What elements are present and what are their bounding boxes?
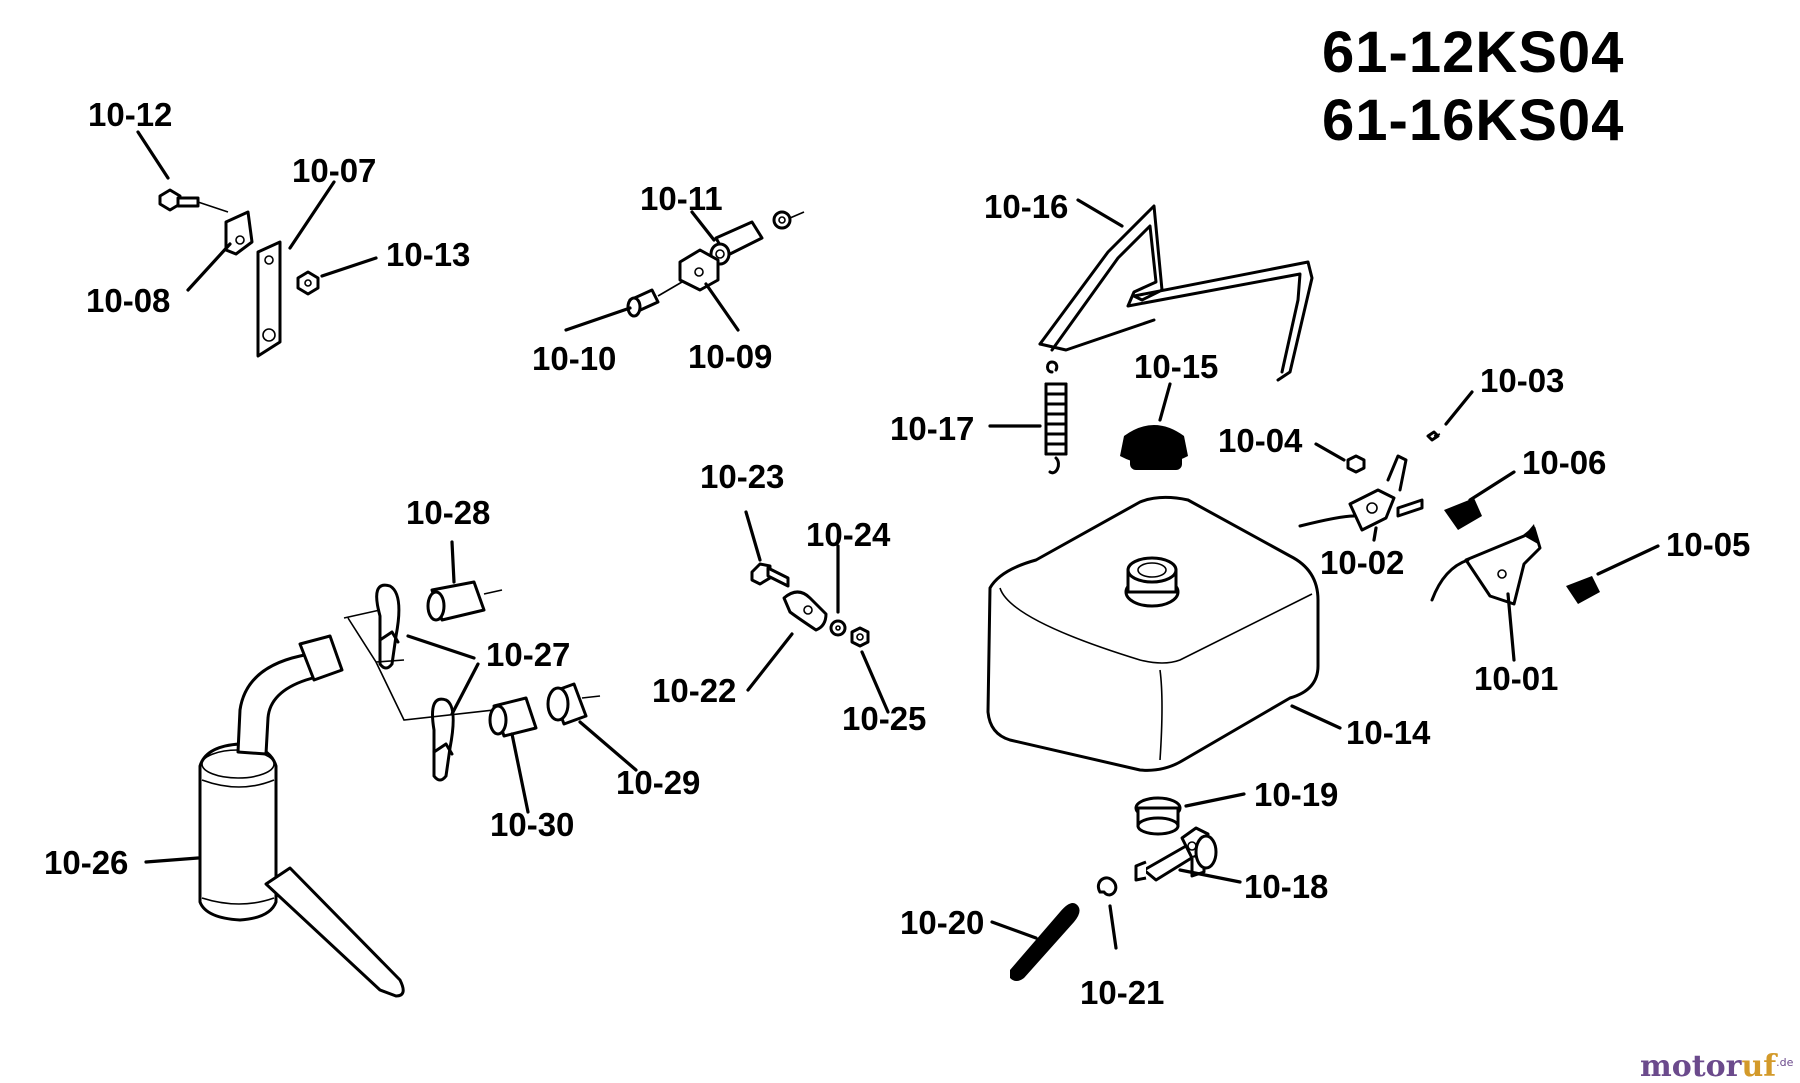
shutoff-valve-10-18 xyxy=(1134,826,1218,882)
bushing-10-19 xyxy=(1134,796,1182,836)
label-10-19: 10-19 xyxy=(1254,776,1338,813)
screw-10-03 xyxy=(1426,430,1441,442)
muffler-assembly xyxy=(144,540,638,998)
spacer-10-11 xyxy=(709,220,764,266)
spring-10-17 xyxy=(1044,360,1068,475)
label-10-27: 10-27 xyxy=(486,636,570,673)
hose-clamp-10-21 xyxy=(1097,876,1118,897)
fuel-cap-10-15 xyxy=(1120,425,1188,470)
label-10-14: 10-14 xyxy=(1346,714,1431,751)
bolt-10-12 xyxy=(158,188,229,213)
bracket-assembly xyxy=(136,130,378,358)
linkage-assembly xyxy=(564,210,805,332)
fitting-10-29 xyxy=(546,682,601,726)
wire-bracket-10-16 xyxy=(1038,204,1314,382)
block-10-09 xyxy=(678,248,720,292)
knob-10-06 xyxy=(1444,498,1482,530)
filler-neck xyxy=(1124,556,1180,608)
reducer-10-28 xyxy=(426,580,503,622)
label-10-12: 10-12 xyxy=(88,96,172,133)
label-10-03: 10-03 xyxy=(1480,362,1564,399)
label-10-20: 10-20 xyxy=(900,904,984,941)
clamp-10-27-lower xyxy=(431,697,455,782)
label-10-21: 10-21 xyxy=(1080,974,1164,1011)
model-number-2: 61-16KS04 xyxy=(1322,88,1624,153)
label-10-18: 10-18 xyxy=(1244,868,1328,905)
throttle-bracket-10-02 xyxy=(1298,454,1424,532)
label-10-05: 10-05 xyxy=(1666,526,1750,563)
label-10-15: 10-15 xyxy=(1134,348,1218,385)
clamp-10-22 xyxy=(782,590,828,632)
label-10-08: 10-08 xyxy=(86,282,170,319)
label-10-17: 10-17 xyxy=(890,410,974,447)
screw-10-10 xyxy=(626,281,683,318)
plate-10-07 xyxy=(256,240,282,358)
label-10-29: 10-29 xyxy=(616,764,700,801)
fuel-line-10-20 xyxy=(1010,903,1080,981)
nut-10-04 xyxy=(1346,454,1366,474)
coupling-10-30 xyxy=(488,696,538,738)
label-10-16: 10-16 xyxy=(984,188,1068,225)
knob-10-05 xyxy=(1566,576,1600,604)
fuel-tank-10-14 xyxy=(986,495,1320,772)
label-10-28: 10-28 xyxy=(406,494,490,531)
label-10-01: 10-01 xyxy=(1474,660,1558,697)
label-10-30: 10-30 xyxy=(490,806,574,843)
label-10-25: 10-25 xyxy=(842,700,926,737)
muffler-10-26 xyxy=(198,634,405,998)
label-10-22: 10-22 xyxy=(652,672,736,709)
watermark-text: motoruf.de xyxy=(1640,1049,1794,1083)
clamp-assembly xyxy=(744,510,890,714)
label-10-07: 10-07 xyxy=(292,152,376,189)
label-10-04: 10-04 xyxy=(1218,422,1303,459)
watermark-logo: motoruf.de xyxy=(1640,1049,1794,1083)
label-10-24: 10-24 xyxy=(806,516,891,553)
label-10-02: 10-02 xyxy=(1320,544,1404,581)
nut-10-13 xyxy=(296,270,320,296)
washer-10-11b xyxy=(772,210,805,230)
label-10-13: 10-13 xyxy=(386,236,470,273)
label-10-06: 10-06 xyxy=(1522,444,1606,481)
clamp-10-27-upper xyxy=(375,583,401,670)
label-10-09: 10-09 xyxy=(688,338,772,375)
label-10-10: 10-10 xyxy=(532,340,616,377)
label-10-23: 10-23 xyxy=(700,458,784,495)
clip-10-08 xyxy=(224,210,254,256)
model-number-1: 61-12KS04 xyxy=(1322,20,1624,85)
label-10-11: 10-11 xyxy=(640,180,723,217)
screw-10-23 xyxy=(750,562,790,588)
label-10-26: 10-26 xyxy=(44,844,128,881)
nut-10-25 xyxy=(850,626,870,648)
control-lever-10-01 xyxy=(1430,524,1542,606)
washer-10-24 xyxy=(829,619,847,637)
